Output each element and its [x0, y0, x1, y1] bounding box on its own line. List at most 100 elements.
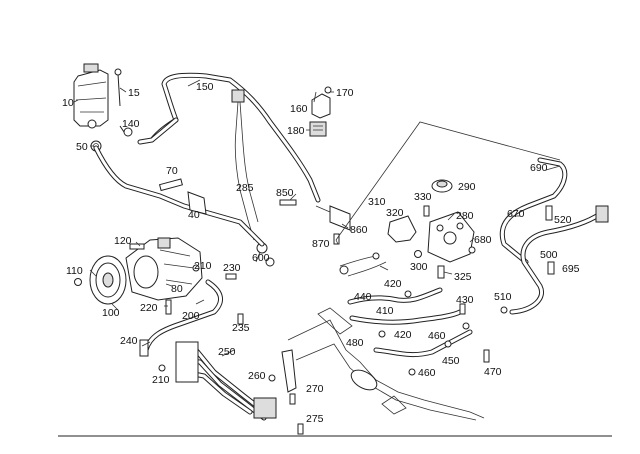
callout-410[interactable]: 410: [376, 305, 394, 317]
callout-320[interactable]: 320: [386, 207, 404, 219]
callout-310[interactable]: 310: [368, 196, 386, 208]
callout-275[interactable]: 275: [306, 413, 324, 425]
callout-500[interactable]: 500: [540, 249, 558, 261]
part-460-fitting[interactable]: [408, 322, 470, 376]
part-235-bolt[interactable]: [237, 313, 244, 325]
callout-270[interactable]: 270: [306, 383, 324, 395]
part-280-valve-block[interactable]: [427, 211, 475, 263]
part-520-fitting[interactable]: [545, 205, 553, 221]
part-600-sensor-harness[interactable]: [231, 89, 275, 267]
part-325-sensor[interactable]: [437, 265, 445, 279]
callout-120[interactable]: 120: [114, 235, 132, 247]
part-330-bolt[interactable]: [423, 205, 430, 217]
part-670-line[interactable]: [509, 211, 603, 315]
callout-70[interactable]: 70: [166, 165, 178, 177]
part-290-cap[interactable]: [431, 179, 453, 193]
part-260-clamp[interactable]: [268, 374, 276, 382]
callout-80[interactable]: 80: [171, 283, 183, 295]
callout-285[interactable]: 285: [236, 182, 254, 194]
callout-680[interactable]: 680: [474, 234, 492, 246]
callout-40[interactable]: 40: [188, 209, 200, 221]
part-200-pressure-hose[interactable]: [143, 279, 224, 353]
part-275-bolt[interactable]: [297, 423, 304, 435]
callout-430[interactable]: 430: [456, 294, 474, 306]
callout-450[interactable]: 450: [442, 355, 460, 367]
callout-860[interactable]: 860: [350, 224, 368, 236]
callout-220[interactable]: 220: [140, 302, 158, 314]
part-70-bolt[interactable]: [158, 178, 183, 192]
part-420-fitting[interactable]: [378, 290, 412, 338]
part-510-bolt[interactable]: [500, 306, 508, 314]
part-15-dipstick[interactable]: [114, 68, 122, 107]
part-140-clamp[interactable]: [119, 125, 133, 137]
part-410-line[interactable]: [349, 309, 463, 325]
callout-160[interactable]: 160: [290, 103, 308, 115]
callout-210a[interactable]: 210: [194, 260, 212, 272]
part-150-return-hose[interactable]: [137, 72, 321, 203]
part-430-bolt[interactable]: [459, 303, 466, 315]
part-110-bolt[interactable]: [74, 278, 82, 286]
callout-440[interactable]: 440: [354, 291, 372, 303]
part-40-pressure-line[interactable]: [93, 145, 265, 247]
part-850-bolt[interactable]: [279, 199, 297, 206]
callout-10[interactable]: 10: [62, 97, 74, 109]
part-160-bracket[interactable]: [311, 93, 331, 119]
part-300-nut[interactable]: [414, 250, 422, 258]
callout-15[interactable]: 15: [128, 87, 140, 99]
callout-180[interactable]: 180: [287, 125, 305, 137]
callout-420a[interactable]: 420: [384, 278, 402, 290]
callout-670[interactable]: 670: [507, 208, 525, 220]
callout-280[interactable]: 280: [456, 210, 474, 222]
callout-110[interactable]: 110: [66, 265, 83, 277]
callout-170[interactable]: 170: [336, 87, 354, 99]
callout-520[interactable]: 520: [554, 214, 572, 226]
part-695-clip[interactable]: [595, 205, 609, 223]
callout-230[interactable]: 230: [223, 262, 241, 274]
callout-200[interactable]: 200: [182, 310, 200, 322]
part-270-bolt[interactable]: [281, 349, 297, 405]
callout-460b[interactable]: 460: [418, 367, 436, 379]
callout-300[interactable]: 300: [410, 261, 428, 273]
part-500-fitting[interactable]: [547, 261, 555, 275]
callout-290[interactable]: 290: [458, 181, 476, 193]
part-480-line[interactable]: [373, 329, 473, 358]
callout-850[interactable]: 850: [276, 187, 294, 199]
callout-100[interactable]: 100: [102, 307, 120, 319]
part-470-bolt[interactable]: [483, 349, 490, 363]
part-240-fitting[interactable]: [139, 339, 149, 357]
part-80-power-steering-pump[interactable]: [125, 237, 203, 301]
part-210-fitting[interactable]: [158, 264, 200, 372]
callout-260[interactable]: 260: [248, 370, 266, 382]
part-440-line[interactable]: [347, 287, 443, 305]
part-250-cooler-lines[interactable]: [175, 341, 277, 421]
part-180-connector[interactable]: [309, 121, 327, 137]
part-220-bolt[interactable]: [165, 299, 172, 315]
part-860-bracket[interactable]: [315, 205, 351, 231]
callout-210b[interactable]: 210: [152, 374, 170, 386]
part-120-bolt[interactable]: [129, 243, 145, 250]
part-450-clamp[interactable]: [444, 340, 452, 348]
callout-690[interactable]: 690: [530, 162, 548, 174]
callout-420b[interactable]: 420: [394, 329, 412, 341]
callout-600[interactable]: 600: [252, 252, 270, 264]
callout-240[interactable]: 240: [120, 335, 138, 347]
callout-470[interactable]: 470: [484, 366, 502, 378]
part-680-fitting[interactable]: [468, 246, 476, 254]
callout-870[interactable]: 870: [312, 238, 330, 250]
callout-325[interactable]: 325: [454, 271, 472, 283]
part-690-line[interactable]: [499, 157, 568, 265]
part-230-bolt[interactable]: [225, 273, 237, 280]
part-100-pulley[interactable]: [89, 255, 127, 305]
callout-250[interactable]: 250: [218, 346, 236, 358]
callout-695[interactable]: 695: [562, 263, 580, 275]
part-10-reservoir[interactable]: [73, 63, 109, 129]
callout-150[interactable]: 150: [196, 81, 214, 93]
part-320-bracket[interactable]: [387, 215, 417, 243]
part-310-harness[interactable]: [339, 252, 387, 277]
callout-50[interactable]: 50: [76, 141, 88, 153]
part-170-nut[interactable]: [324, 86, 332, 94]
callout-235[interactable]: 235: [232, 322, 250, 334]
callout-480[interactable]: 480: [346, 337, 364, 349]
callout-460a[interactable]: 460: [428, 330, 446, 342]
callout-330[interactable]: 330: [414, 191, 432, 203]
